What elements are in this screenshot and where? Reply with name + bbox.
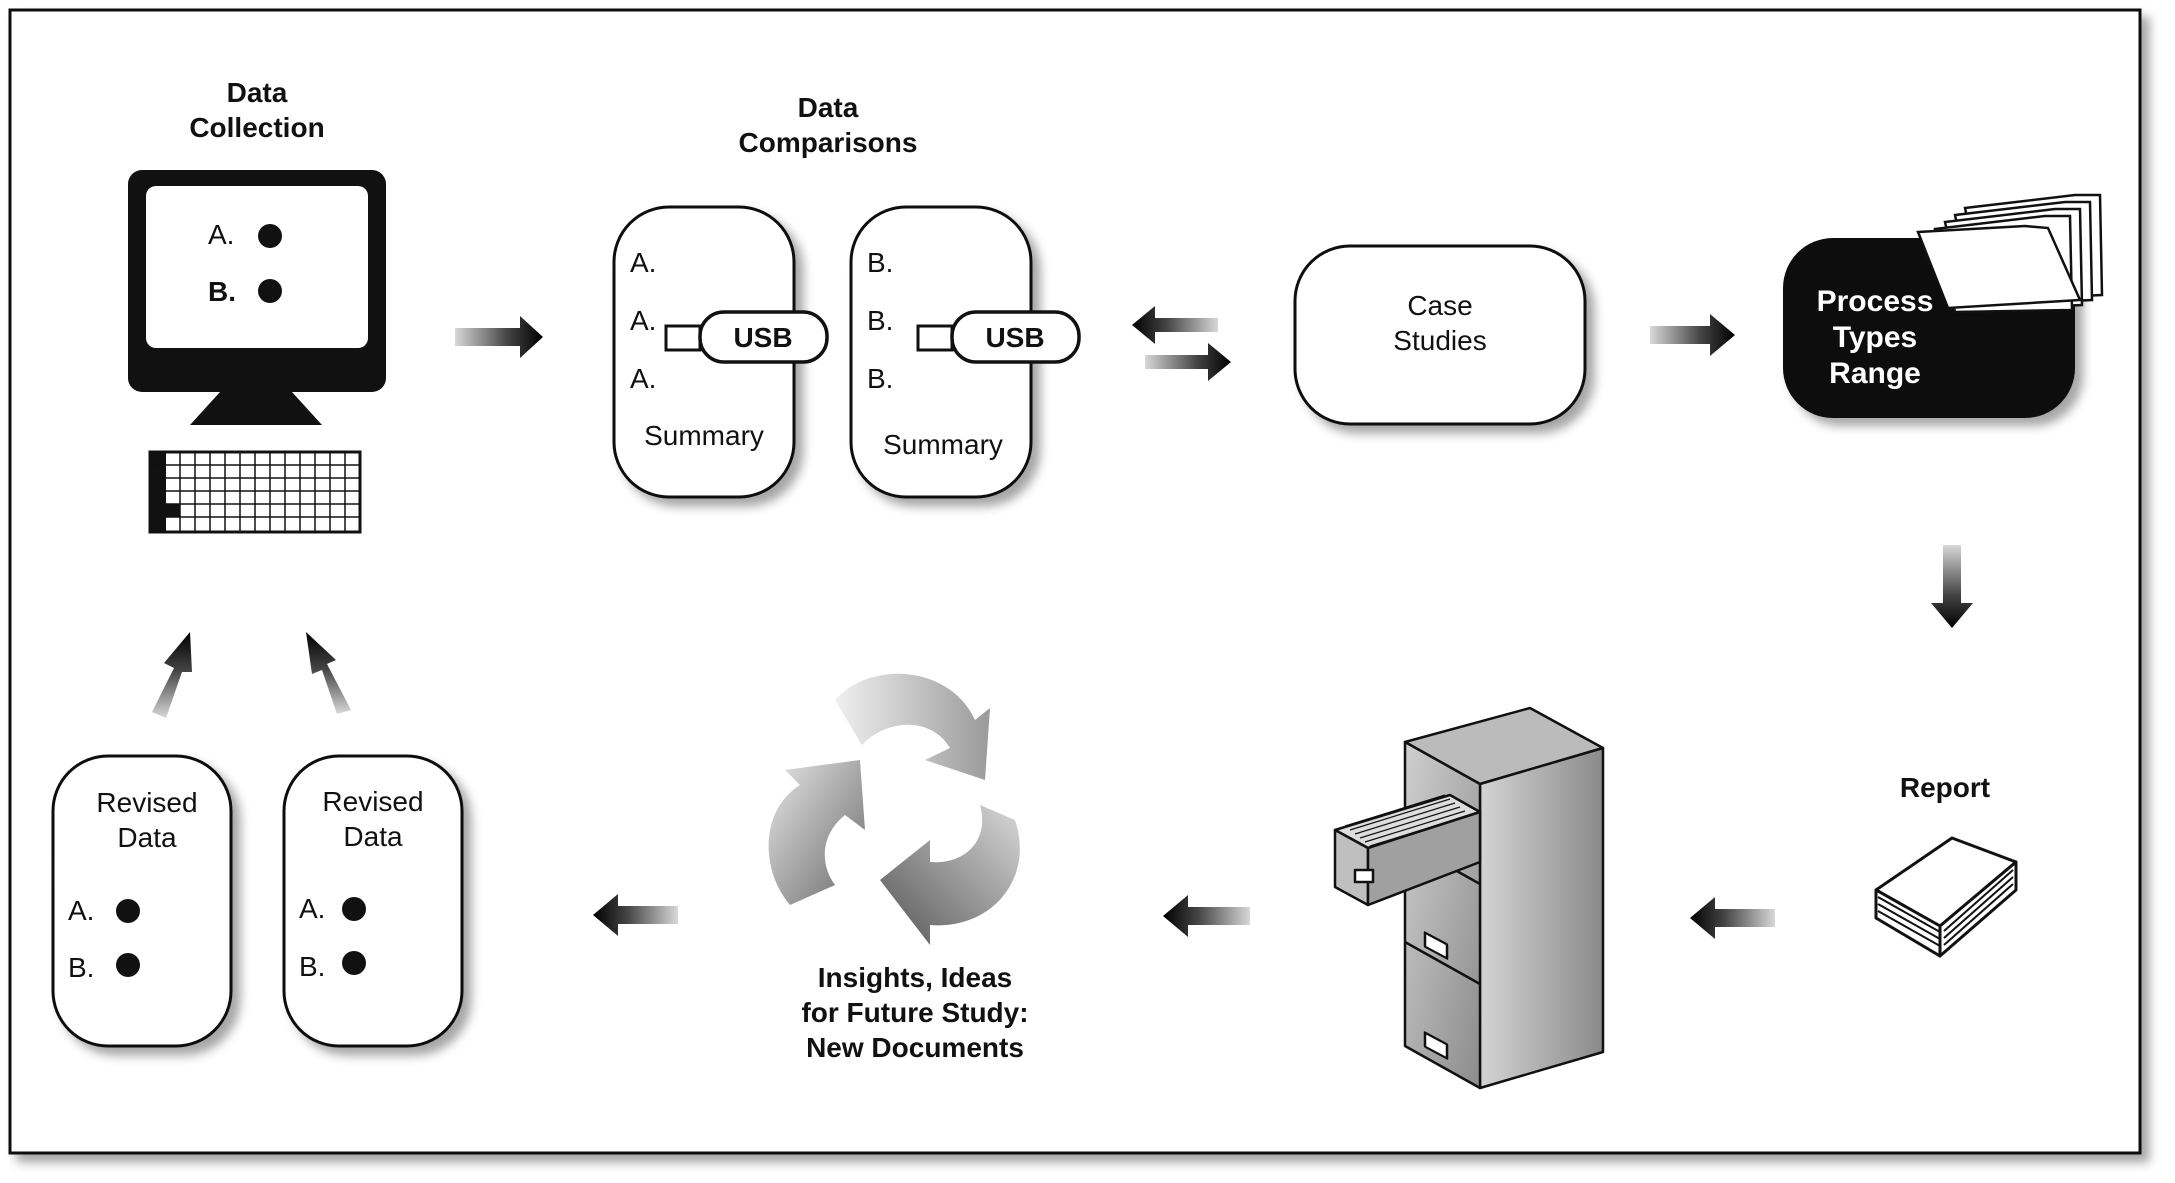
revised-2-line1: Revised: [322, 786, 423, 817]
case-studies-line1: Case: [1407, 290, 1472, 321]
process-types-range: Process Types Range: [1783, 193, 2104, 418]
report-label: Report: [1900, 772, 1990, 803]
screen-item-a: A.: [208, 219, 234, 250]
arrow-back-to-comparisons: [1132, 306, 1218, 344]
revised-2-line2: Data: [343, 821, 403, 852]
arrow-to-insights: [1163, 895, 1250, 937]
revised-data-card-1: Revised Data A. B.: [51, 754, 233, 1048]
data-collection-title-line2: Collection: [189, 112, 324, 143]
card-a-summary: Summary: [644, 420, 764, 451]
revised-2-bullet-a: [342, 897, 366, 921]
arrow-up-2: [306, 632, 351, 714]
process-types-line3: Range: [1829, 357, 1921, 390]
card-a-row-3: A.: [630, 363, 656, 394]
revised-2-item-a: A.: [299, 893, 325, 924]
data-comparisons-title-line2: Comparisons: [739, 127, 918, 158]
revised-1-bullet-a: [116, 899, 140, 923]
revised-2-bullet-b: [342, 951, 366, 975]
card-a-row-2: A.: [630, 305, 656, 336]
revised-2-item-b: B.: [299, 951, 325, 982]
screen-bullet-a: [258, 224, 282, 248]
filing-cabinet-icon: [1333, 706, 1605, 1090]
card-a-row-1: A.: [630, 247, 656, 278]
insights: Insights, Ideas for Future Study: New Do…: [768, 673, 1029, 1063]
case-studies: Case Studies: [1293, 244, 1587, 426]
arrow-to-comparisons: [455, 316, 543, 358]
card-b-summary: Summary: [883, 429, 1003, 460]
process-types-line1: Process: [1817, 285, 1934, 318]
revised-data-card-2: Revised Data A. B.: [282, 754, 464, 1048]
data-collection: Data Collection A. B.: [128, 77, 386, 534]
card-b-row-3: B.: [867, 363, 893, 394]
usb-label-b: USB: [985, 322, 1044, 353]
book-icon: [1874, 836, 2018, 958]
usb-drive-icon-a: USB: [664, 310, 829, 364]
keyboard-icon: [148, 450, 362, 534]
insights-line3: New Documents: [806, 1032, 1024, 1063]
revised-1-line1: Revised: [96, 787, 197, 818]
computer-monitor-icon: [128, 170, 386, 425]
usb-drive-icon-b: USB: [916, 310, 1081, 364]
screen-item-b: B.: [208, 276, 236, 307]
arrow-up-1: [152, 632, 192, 718]
card-b-row-1: B.: [867, 247, 893, 278]
arrow-to-filing-cabinet: [1690, 897, 1775, 939]
insights-line1: Insights, Ideas: [818, 962, 1013, 993]
usb-label-a: USB: [733, 322, 792, 353]
data-comparisons-title-line1: Data: [798, 92, 859, 123]
process-types-line2: Types: [1833, 321, 1917, 354]
case-studies-line2: Studies: [1393, 325, 1486, 356]
data-collection-title-line1: Data: [227, 77, 288, 108]
insights-line2: for Future Study:: [801, 997, 1028, 1028]
arrow-to-report: [1931, 545, 1973, 628]
comparison-card-a: A. A. A. USB Summary: [612, 205, 829, 499]
revised-1-bullet-b: [116, 953, 140, 977]
report: Report: [1874, 772, 2018, 958]
card-b-row-2: B.: [867, 305, 893, 336]
revised-1-item-a: A.: [68, 895, 94, 926]
screen-bullet-b: [258, 279, 282, 303]
data-comparisons: Data Comparisons A. A. A. USB Summary B.…: [612, 92, 1081, 499]
arrow-to-process-types: [1650, 314, 1735, 356]
comparison-card-b: B. B. B. USB Summary: [849, 205, 1081, 499]
arrow-to-revised-data: [593, 894, 678, 936]
recycle-arrows-icon: [768, 673, 1020, 945]
revised-1-line2: Data: [117, 822, 177, 853]
folder-stack-icon: [1916, 193, 2104, 314]
revised-1-item-b: B.: [68, 952, 94, 983]
arrow-to-case-studies: [1145, 343, 1231, 381]
